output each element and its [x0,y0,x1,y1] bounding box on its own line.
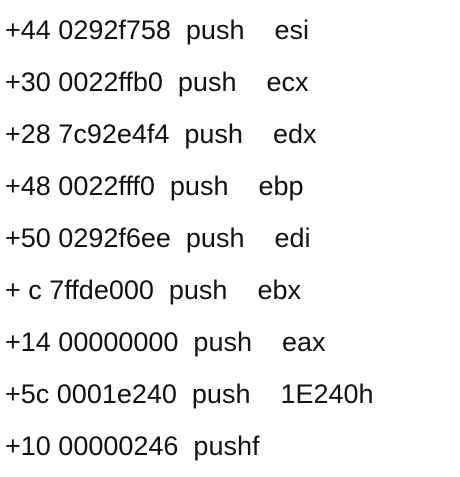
disassembly-listing: +44 0292f758 push esi +30 0022ffb0 push … [5,9,455,477]
instruction-line: +10 00000246 pushf [5,431,260,461]
instruction-line: +5c 0001e240 push 1E240h [5,379,374,409]
instruction-line: +14 00000000 push eax [5,327,326,357]
instruction-line: +50 0292f6ee push edi [5,223,311,253]
instruction-line: + c 7ffde000 push ebx [5,275,301,305]
instruction-line: +48 0022fff0 push ebp [5,171,304,201]
instruction-line: +28 7c92e4f4 push edx [5,119,317,149]
instruction-line: +30 0022ffb0 push ecx [5,67,309,97]
instruction-line: +44 0292f758 push esi [5,15,309,45]
